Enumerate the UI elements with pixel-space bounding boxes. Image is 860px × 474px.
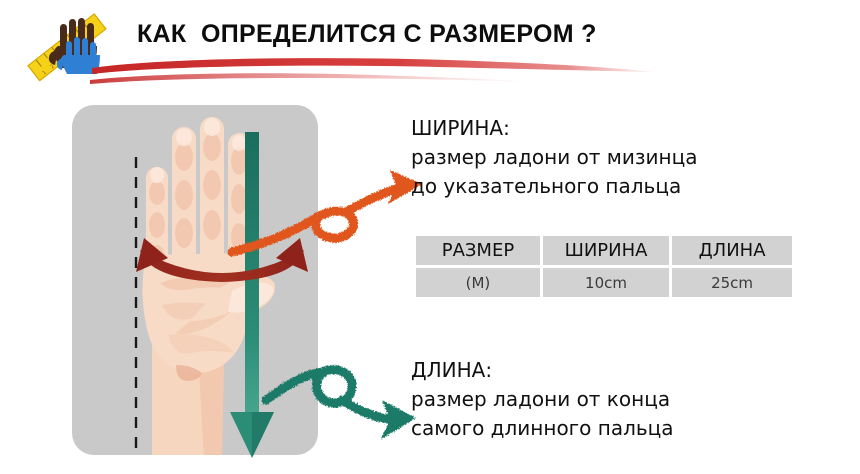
orange-curled-arrow: [227, 170, 422, 257]
measurement-arrows: [136, 132, 422, 458]
vertical-down-arrow: [230, 132, 274, 458]
cell-width: 10cm: [542, 268, 670, 297]
svg-text:2: 2: [49, 63, 55, 70]
table-row: (M) 10cm 25cm: [416, 268, 792, 297]
cell-size: (M): [416, 268, 540, 297]
page-title: КАК ОПРЕДЕЛИТСЯ С РАЗМЕРОМ ?: [137, 20, 597, 48]
blue-hand-icon: [57, 37, 100, 74]
length-line-1: размер ладони от конца: [411, 387, 671, 411]
svg-text:1: 1: [42, 70, 48, 77]
width-line-1: размер ладони от мизинца: [411, 145, 698, 169]
red-brush-underline: [90, 58, 654, 84]
size-table: РАЗМЕР ШИРИНА ДЛИНА (M) 10cm 25cm: [413, 233, 795, 300]
length-heading: ДЛИНА:: [411, 358, 493, 382]
header-length: ДЛИНА: [672, 236, 792, 265]
length-line-2: самого длинного пальца: [411, 416, 674, 440]
cell-length: 25cm: [672, 268, 792, 297]
ruler-and-hands-icon: 12 34 56 7: [27, 13, 107, 82]
header-width: ШИРИНА: [542, 236, 670, 265]
green-curled-arrow: [261, 365, 416, 440]
header-size: РАЗМЕР: [416, 236, 540, 265]
table-header-row: РАЗМЕР ШИРИНА ДЛИНА: [416, 236, 792, 265]
horizontal-double-arrow: [136, 238, 308, 282]
length-description: ДЛИНА: размер ладони от конца самого дли…: [411, 355, 674, 443]
width-line-2: до указательного пальца: [411, 174, 682, 198]
width-heading: ШИРИНА:: [411, 116, 510, 140]
width-description: ШИРИНА: размер ладони от мизинца до указ…: [411, 113, 697, 201]
